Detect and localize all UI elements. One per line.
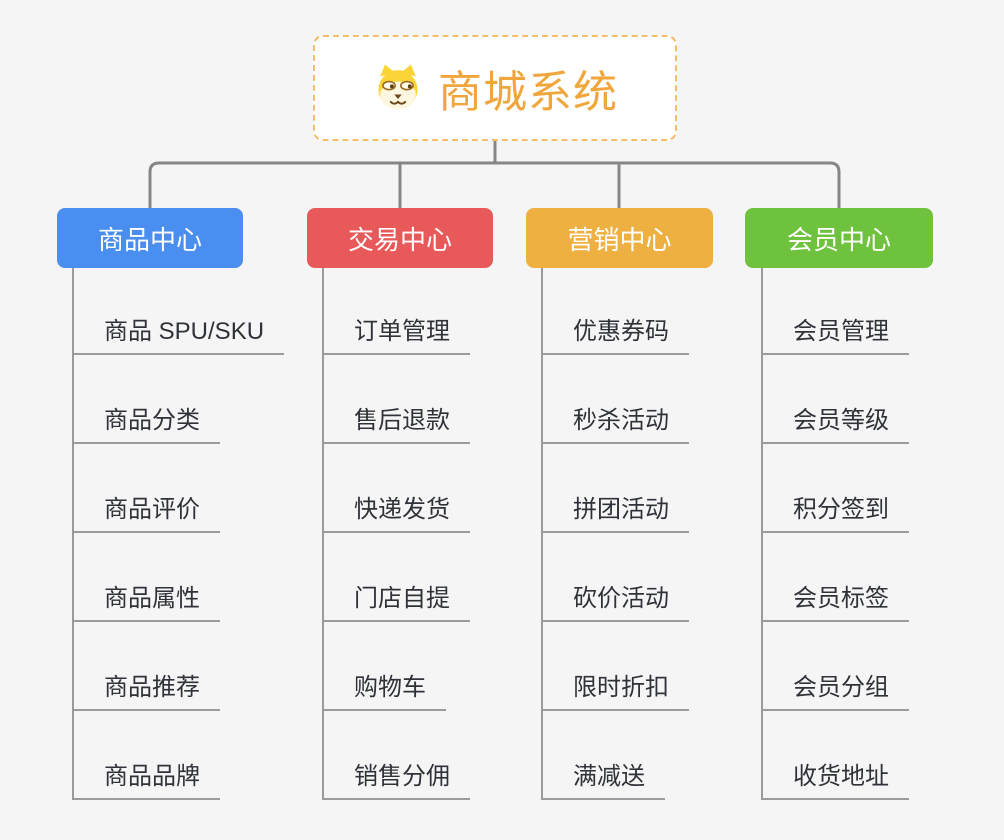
child-topic[interactable]: 购物车 [324, 667, 446, 711]
list-item[interactable]: 商品分类 [74, 355, 284, 444]
branch-node-member-center[interactable]: 会员中心 [745, 208, 933, 268]
branch-label: 营销中心 [567, 224, 672, 255]
child-topic[interactable]: 订单管理 [324, 311, 470, 355]
child-topic[interactable]: 砍价活动 [543, 578, 689, 622]
child-topic[interactable]: 会员标签 [763, 578, 909, 622]
child-topic[interactable]: 商品推荐 [74, 667, 220, 711]
branch-children-member-center: 会员管理 会员等级 积分签到 会员标签 会员分组 收货地址 [761, 268, 909, 800]
child-topic[interactable]: 限时折扣 [543, 667, 689, 711]
child-topic[interactable]: 商品品牌 [74, 756, 220, 800]
branch-label: 商品中心 [97, 224, 202, 255]
root-topic-mall-system[interactable]: 商城系统 [313, 35, 677, 141]
list-item[interactable]: 商品推荐 [74, 622, 284, 711]
child-topic[interactable]: 快递发货 [324, 489, 470, 533]
child-topic[interactable]: 会员等级 [763, 400, 909, 444]
branch-label: 交易中心 [347, 224, 452, 255]
list-item[interactable]: 快递发货 [324, 444, 470, 533]
list-item[interactable]: 商品 SPU/SKU [74, 268, 285, 355]
dog-face-icon [372, 63, 424, 113]
list-item[interactable]: 秒杀活动 [543, 355, 689, 444]
list-item[interactable]: 商品品牌 [74, 711, 284, 800]
branch-children-product-center: 商品 SPU/SKU 商品分类 商品评价 商品属性 商品推荐 商品品牌 [72, 268, 285, 800]
child-topic[interactable]: 售后退款 [324, 400, 470, 444]
child-topic[interactable]: 秒杀活动 [543, 400, 689, 444]
child-topic[interactable]: 商品 SPU/SKU [74, 311, 285, 355]
child-topic[interactable]: 商品评价 [74, 489, 220, 533]
child-topic[interactable]: 销售分佣 [324, 756, 470, 800]
child-topic[interactable]: 积分签到 [763, 489, 909, 533]
root-topic-title: 商城系统 [438, 68, 618, 117]
child-topic[interactable]: 商品分类 [74, 400, 220, 444]
list-item[interactable]: 门店自提 [324, 533, 470, 622]
list-item[interactable]: 收货地址 [763, 711, 909, 800]
child-topic-list: 商品 SPU/SKU 商品分类 商品评价 商品属性 商品推荐 商品品牌 [72, 268, 285, 800]
list-item[interactable]: 会员分组 [763, 622, 909, 711]
list-item[interactable]: 售后退款 [324, 355, 470, 444]
list-item[interactable]: 销售分佣 [324, 711, 470, 800]
list-item[interactable]: 砍价活动 [543, 533, 689, 622]
child-topic-list: 会员管理 会员等级 积分签到 会员标签 会员分组 收货地址 [761, 268, 909, 800]
child-topic-list: 优惠券码 秒杀活动 拼团活动 砍价活动 限时折扣 满减送 [541, 268, 689, 800]
branch-node-marketing-center[interactable]: 营销中心 [526, 208, 713, 268]
child-topic[interactable]: 拼团活动 [543, 489, 689, 533]
list-item[interactable]: 积分签到 [763, 444, 909, 533]
child-topic[interactable]: 门店自提 [324, 578, 470, 622]
branch-node-trade-center[interactable]: 交易中心 [307, 208, 493, 268]
list-item[interactable]: 购物车 [324, 622, 470, 711]
child-topic[interactable]: 收货地址 [763, 756, 909, 800]
list-item[interactable]: 会员等级 [763, 355, 909, 444]
branch-label: 会员中心 [786, 224, 891, 255]
branch-children-trade-center: 订单管理 售后退款 快递发货 门店自提 购物车 销售分佣 [322, 268, 470, 800]
branch-node-product-center[interactable]: 商品中心 [57, 208, 243, 268]
list-item[interactable]: 商品评价 [74, 444, 284, 533]
list-item[interactable]: 会员管理 [763, 268, 909, 355]
list-item[interactable]: 限时折扣 [543, 622, 689, 711]
list-item[interactable]: 优惠券码 [543, 268, 689, 355]
child-topic[interactable]: 商品属性 [74, 578, 220, 622]
child-topic[interactable]: 优惠券码 [543, 311, 689, 355]
list-item[interactable]: 满减送 [543, 711, 689, 800]
list-item[interactable]: 商品属性 [74, 533, 284, 622]
child-topic[interactable]: 会员分组 [763, 667, 909, 711]
list-item[interactable]: 订单管理 [324, 268, 470, 355]
child-topic-list: 订单管理 售后退款 快递发货 门店自提 购物车 销售分佣 [322, 268, 470, 800]
child-topic[interactable]: 会员管理 [763, 311, 909, 355]
list-item[interactable]: 会员标签 [763, 533, 909, 622]
branch-children-marketing-center: 优惠券码 秒杀活动 拼团活动 砍价活动 限时折扣 满减送 [541, 268, 689, 800]
list-item[interactable]: 拼团活动 [543, 444, 689, 533]
child-topic[interactable]: 满减送 [543, 756, 665, 800]
